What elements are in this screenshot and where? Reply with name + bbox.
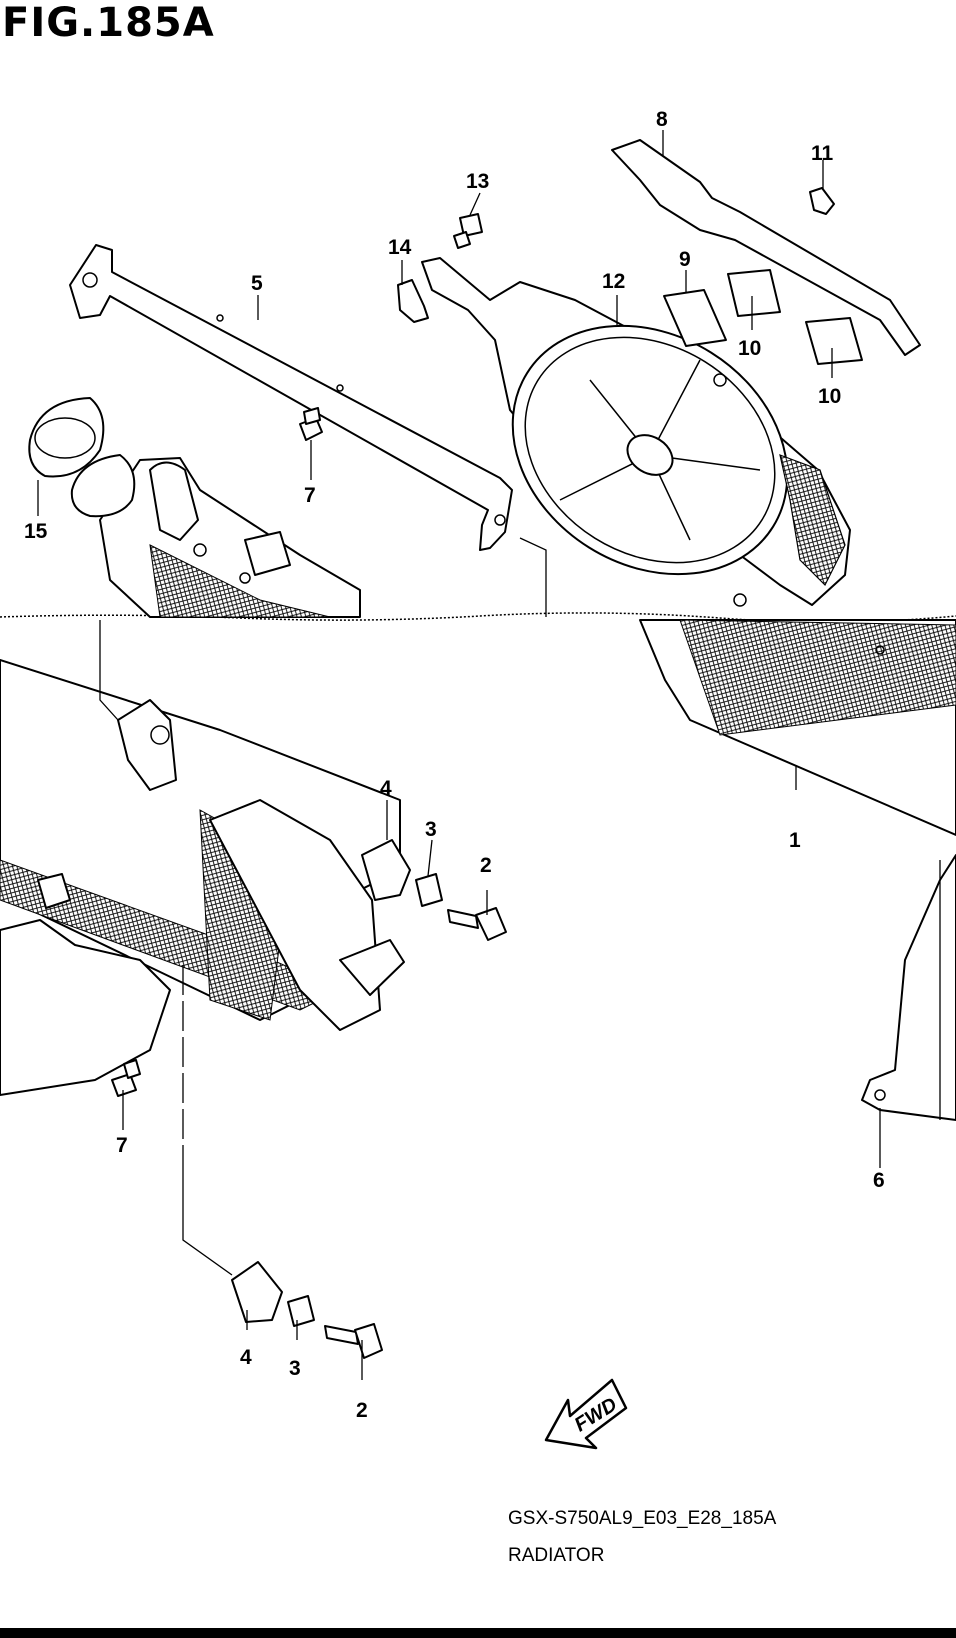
radiator-upper-left-section bbox=[70, 454, 361, 618]
callout-2-upper: 2 bbox=[480, 854, 492, 877]
clip-part-14 bbox=[397, 279, 429, 323]
collar-part-3-lower bbox=[287, 1295, 315, 1327]
radiator-cap-part-15 bbox=[28, 397, 105, 478]
figure-title: FIG.185A bbox=[2, 0, 215, 46]
bolt-part-13 bbox=[453, 213, 483, 249]
pad-part-9 bbox=[663, 289, 727, 347]
shroud-bracket-part-8 bbox=[611, 139, 921, 356]
bottom-border bbox=[0, 1628, 956, 1638]
pad-part-10-a bbox=[727, 269, 781, 317]
callout-10-a: 10 bbox=[738, 337, 761, 360]
callout-11: 11 bbox=[811, 142, 834, 165]
clip-part-11 bbox=[809, 187, 835, 215]
model-code: GSX-S750AL9_E03_E28_185A bbox=[508, 1508, 777, 1529]
callout-9: 9 bbox=[679, 248, 691, 271]
pad-part-10-b bbox=[805, 317, 863, 365]
callout-7-upper: 7 bbox=[304, 484, 316, 507]
radiator-part-1 bbox=[639, 619, 956, 836]
bolt-part-7-lower bbox=[111, 1059, 141, 1097]
lower-shroud-panel bbox=[0, 919, 171, 1096]
callout-6: 6 bbox=[873, 1169, 885, 1192]
callout-4-upper: 4 bbox=[380, 777, 392, 800]
callout-13: 13 bbox=[466, 170, 489, 193]
bolt-part-2-lower bbox=[324, 1323, 383, 1359]
fwd-direction-arrow: FWD bbox=[544, 1378, 628, 1450]
callout-14: 14 bbox=[388, 236, 412, 259]
leader-lines bbox=[37, 130, 941, 1380]
callout-12: 12 bbox=[602, 270, 625, 293]
section-name: RADIATOR bbox=[508, 1545, 605, 1566]
callout-7-lower: 7 bbox=[116, 1134, 128, 1157]
part-callouts: 1 2 2 3 3 4 4 5 6 7 7 8 9 10 10 11 12 13… bbox=[24, 108, 885, 1422]
bolt-part-2-upper bbox=[447, 907, 507, 941]
callout-3-upper: 3 bbox=[425, 818, 437, 841]
callout-15: 15 bbox=[24, 520, 48, 543]
shroud-bracket-part-6 bbox=[861, 854, 956, 1121]
grommet-part-4-upper bbox=[361, 839, 411, 901]
bracket-part-5 bbox=[69, 244, 513, 551]
callout-8: 8 bbox=[656, 108, 668, 131]
callout-10-b: 10 bbox=[818, 385, 841, 408]
callout-5: 5 bbox=[251, 272, 263, 295]
cooling-fan-part-12 bbox=[421, 257, 851, 607]
callout-3-lower: 3 bbox=[289, 1357, 301, 1380]
callout-2-lower: 2 bbox=[356, 1399, 368, 1422]
callout-4-lower: 4 bbox=[240, 1346, 252, 1369]
radiator-lower-left-core bbox=[0, 659, 405, 1031]
grommet-part-4-lower bbox=[231, 1261, 283, 1323]
collar-part-3-upper bbox=[415, 873, 443, 907]
callout-1: 1 bbox=[789, 829, 801, 852]
bolt-part-7-upper bbox=[299, 407, 323, 441]
